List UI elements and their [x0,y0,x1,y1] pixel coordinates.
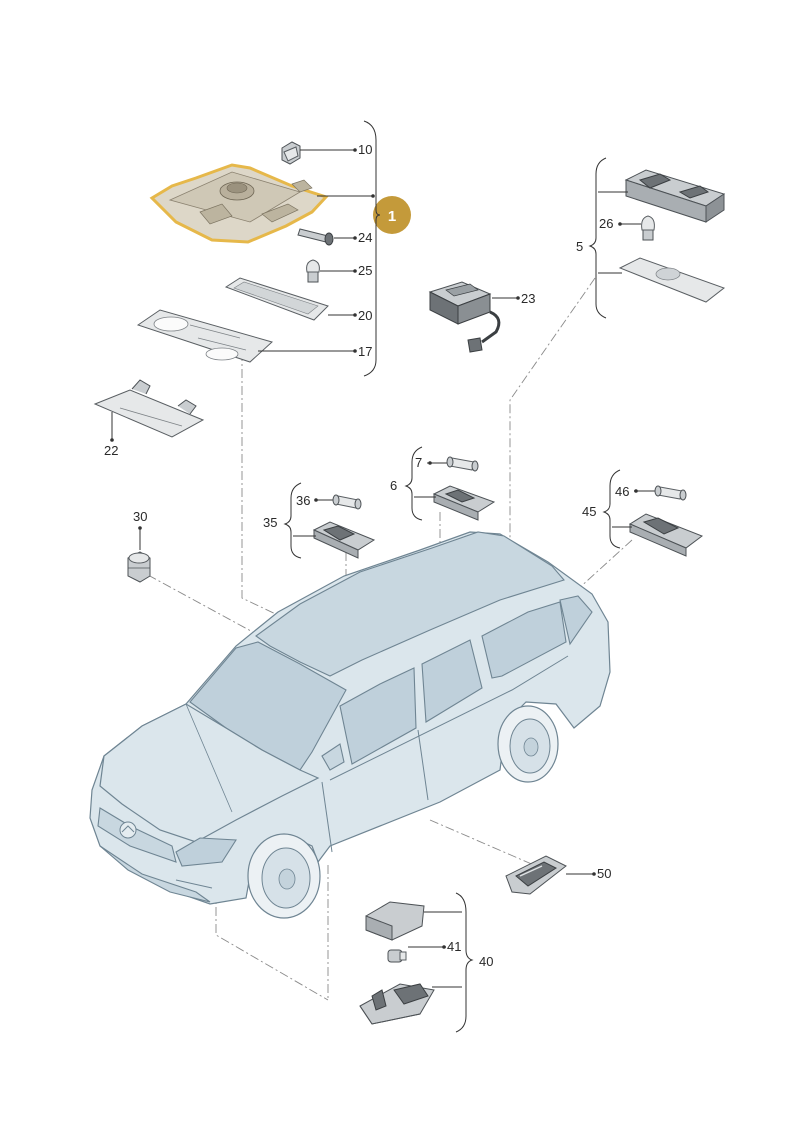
label-40: 40 [479,954,493,969]
label-25: 25 [358,263,372,278]
part-50-handle-light[interactable] [505,855,567,895]
part-7-bulb[interactable] [446,456,479,472]
part-35-light[interactable] [312,521,376,559]
bracket-group-5 [588,157,607,319]
label-41: 41 [447,939,461,954]
label-6: 6 [390,478,397,493]
part-41-bulb[interactable] [387,949,407,963]
part-26-bulb[interactable] [641,215,655,241]
bracket-group-6 [404,446,423,521]
label-36: 36 [296,493,310,508]
part-10-bulb-holder[interactable] [281,141,301,165]
label-46: 46 [615,484,629,499]
label-5: 5 [576,239,583,254]
part-36-bulb[interactable] [332,494,362,510]
label-26: 26 [599,216,613,231]
part-40-housing[interactable] [365,901,425,941]
part-5-reading-light[interactable] [624,169,726,223]
label-30: 30 [133,509,147,524]
callout-badge-1[interactable]: 1 [373,196,411,234]
part-24-screw[interactable] [297,228,334,246]
part-45-light[interactable] [628,513,704,557]
part-22-visor-light[interactable] [93,379,205,438]
bracket-group-45 [602,469,621,549]
part-46-bulb[interactable] [654,485,687,501]
label-23: 23 [521,291,535,306]
label-17: 17 [358,344,372,359]
label-35: 35 [263,515,277,530]
car-illustration [89,531,611,919]
bracket-group-35 [283,482,302,559]
part-5-lens[interactable] [618,257,726,303]
part-23-control-unit[interactable] [428,281,501,353]
part-1-interior-light-housing[interactable] [149,163,329,244]
label-24: 24 [358,230,372,245]
label-7: 7 [415,455,422,470]
part-40-light-base[interactable] [359,983,435,1025]
part-25-bulb[interactable] [306,259,320,283]
label-45: 45 [582,504,596,519]
label-22: 22 [104,443,118,458]
bracket-group-1 [363,120,381,377]
part-17-cover[interactable] [136,309,274,363]
badge-label: 1 [388,208,396,225]
part-20-lens[interactable] [224,277,329,321]
label-20: 20 [358,308,372,323]
part-30-switch[interactable] [127,551,151,583]
bracket-group-40 [455,892,474,1033]
part-6-light[interactable] [432,485,496,521]
label-10: 10 [358,142,372,157]
label-50: 50 [597,866,611,881]
